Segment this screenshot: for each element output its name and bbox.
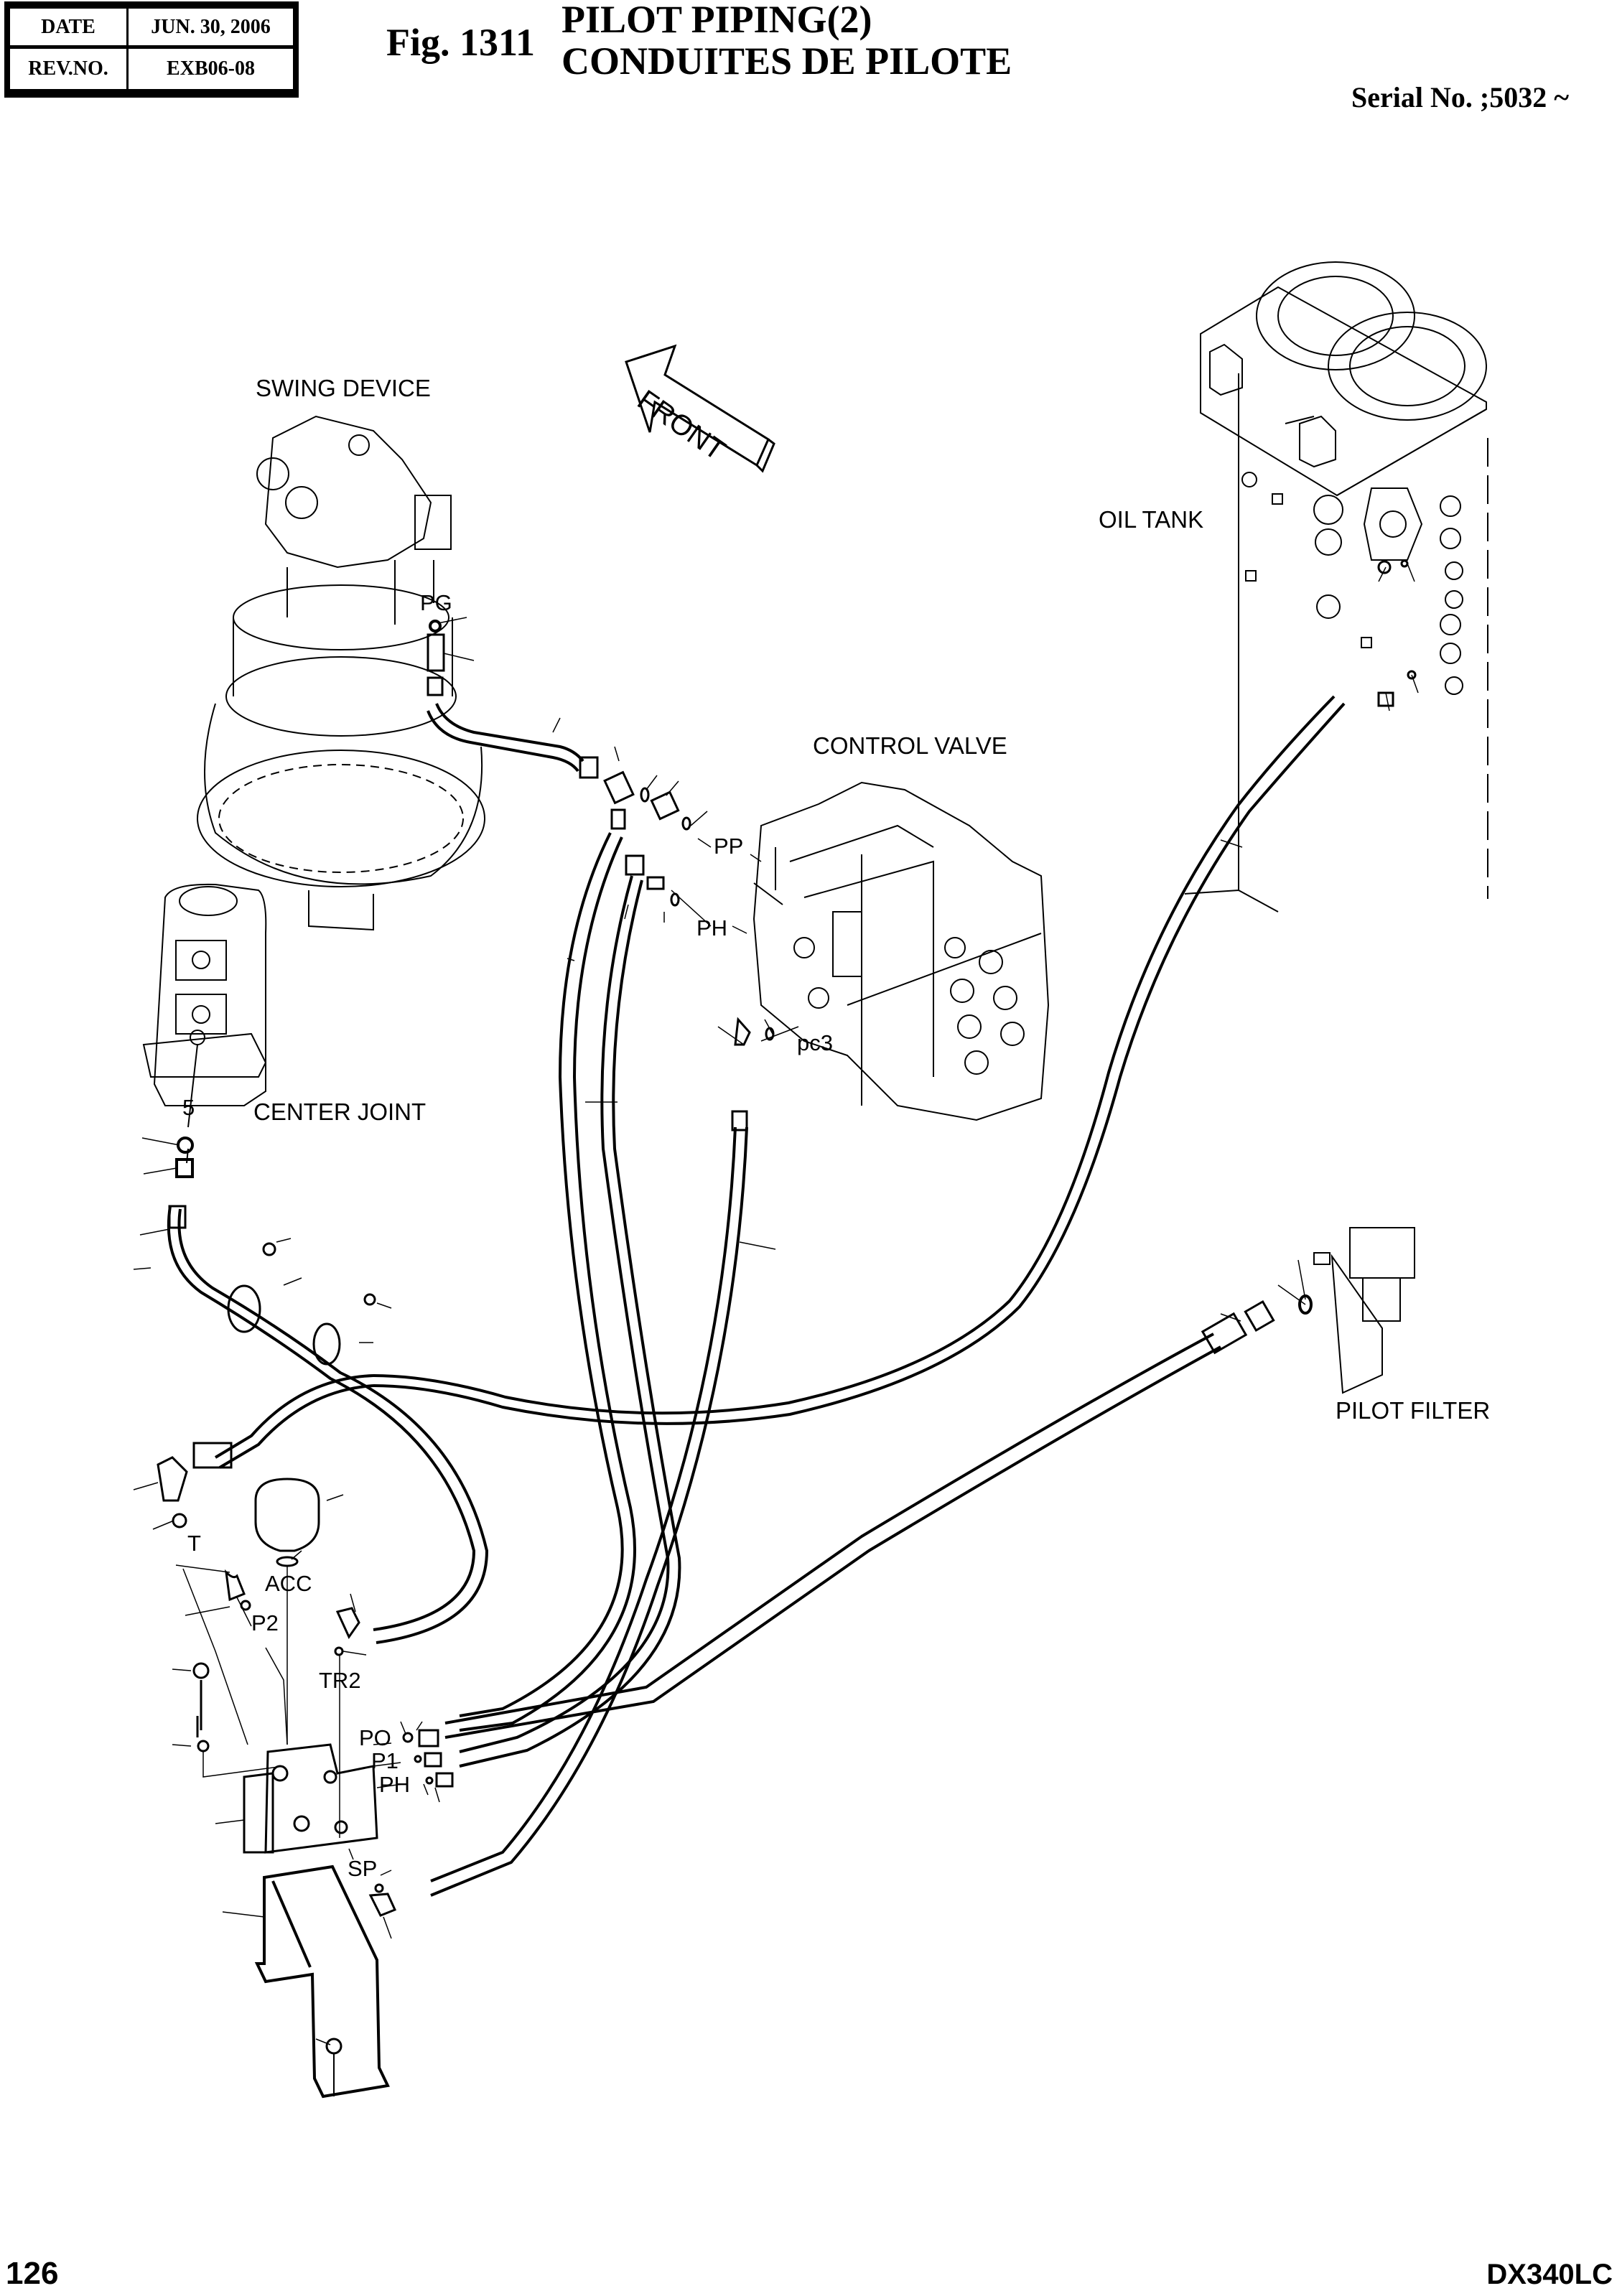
- port-label-pc3: pc3: [797, 1030, 833, 1055]
- accumulator-drawing: [256, 1479, 319, 1566]
- model-name: DX340LC: [1486, 2259, 1613, 2290]
- page-number: 126: [6, 2256, 59, 2291]
- hose-swing-to-valve: [428, 704, 597, 778]
- hose-center-joint: [169, 1206, 487, 1643]
- control-valve-drawing: [754, 783, 1048, 1120]
- pilot-block-drawing: [194, 1572, 452, 1915]
- mounting-bracket-drawing: [257, 1867, 388, 2096]
- hose-filter-to-block: [445, 1296, 1311, 1737]
- label-swing-device: SWING DEVICE: [256, 375, 431, 401]
- oil-tank-drawing: [1185, 262, 1488, 912]
- figure-title-english: PILOT PIPING(2): [561, 0, 872, 41]
- revision-table: DATE JUN. 30, 2006 REV.NO. EXB06-08: [4, 1, 299, 98]
- label-center-joint: CENTER JOINT: [253, 1098, 427, 1125]
- swing-device-drawing: [197, 416, 485, 930]
- port-label-tr2: TR2: [319, 1668, 361, 1693]
- rev-value: EXB06-08: [167, 57, 255, 80]
- hose-tank-to-t-port: [158, 1376, 373, 1527]
- port-label-p1: P1: [371, 1748, 399, 1773]
- center-joint-drawing: [144, 885, 266, 1177]
- port-label-ph-valve: PH: [696, 915, 728, 941]
- date-label: DATE: [10, 9, 129, 49]
- label-control-valve: CONTROL VALVE: [813, 732, 1007, 759]
- port-label-pg: PG: [420, 590, 452, 615]
- port-label-t: T: [187, 1531, 201, 1556]
- pilot-filter-drawing: [1314, 1228, 1415, 1393]
- figure-number: Fig. 1311: [386, 21, 536, 64]
- hose-pc3: [431, 1127, 747, 1895]
- port-label-po: PO: [359, 1725, 391, 1750]
- port-label-ph-block: PH: [379, 1772, 411, 1797]
- label-pilot-filter: PILOT FILTER: [1336, 1397, 1491, 1424]
- label-oil-tank: OIL TANK: [1099, 506, 1204, 533]
- hose-tank-return: [373, 696, 1344, 1424]
- port-label-pp: PP: [714, 834, 744, 859]
- serial-number: Serial No. ;5032 ~: [1351, 81, 1569, 113]
- front-arrow-icon: [626, 346, 774, 471]
- figure-title-french: CONDUITES DE PILOTE: [561, 39, 1012, 83]
- leader-lines: [134, 564, 1418, 2045]
- rev-label: REV.NO.: [10, 49, 129, 89]
- port-label-p2: P2: [251, 1610, 279, 1635]
- hose-bundle-valve-to-block: [460, 833, 679, 1766]
- port-label-acc: ACC: [265, 1571, 312, 1596]
- port-label-sp: SP: [348, 1856, 378, 1881]
- date-value: JUN. 30, 2006: [129, 9, 293, 49]
- valve-fittings: [605, 773, 773, 1130]
- port-label-center-joint-5: 5: [182, 1095, 195, 1120]
